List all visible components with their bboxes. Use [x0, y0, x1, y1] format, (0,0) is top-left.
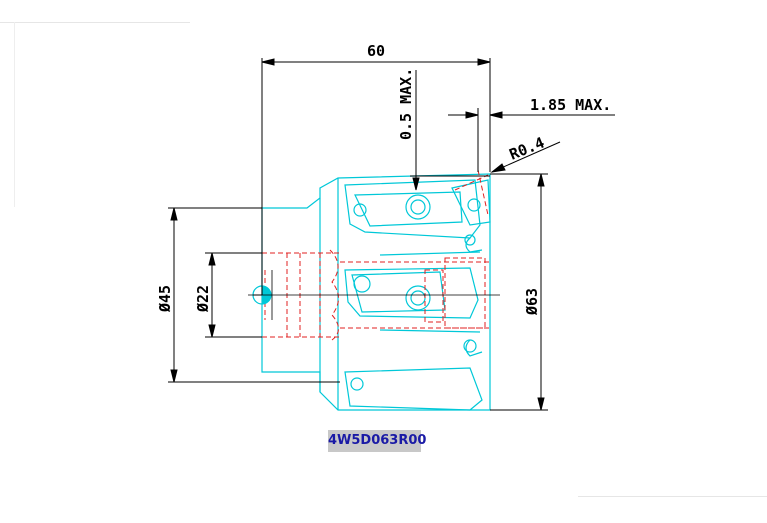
tool-outline: [261, 173, 491, 411]
dim-dia-63: Ø63: [523, 288, 541, 316]
frame-line-top-left: [0, 22, 190, 23]
dim-radius: R0.4: [507, 133, 547, 163]
frame-line-bottom-right: [578, 496, 767, 497]
shank-outline: [261, 173, 491, 411]
part-number-label: 4W5D063R00: [328, 430, 426, 452]
dim-dia-45: Ø45: [156, 285, 174, 313]
dimension-lines: [168, 58, 615, 411]
dim-depth-max: 0.5 MAX.: [397, 68, 415, 140]
dim-dia-22: Ø22: [194, 285, 212, 313]
dim-length-60: 60: [367, 42, 385, 60]
frame-line-left: [14, 22, 15, 207]
dim-edge-max: 1.85 MAX.: [530, 96, 611, 114]
center-mark: [248, 270, 500, 320]
